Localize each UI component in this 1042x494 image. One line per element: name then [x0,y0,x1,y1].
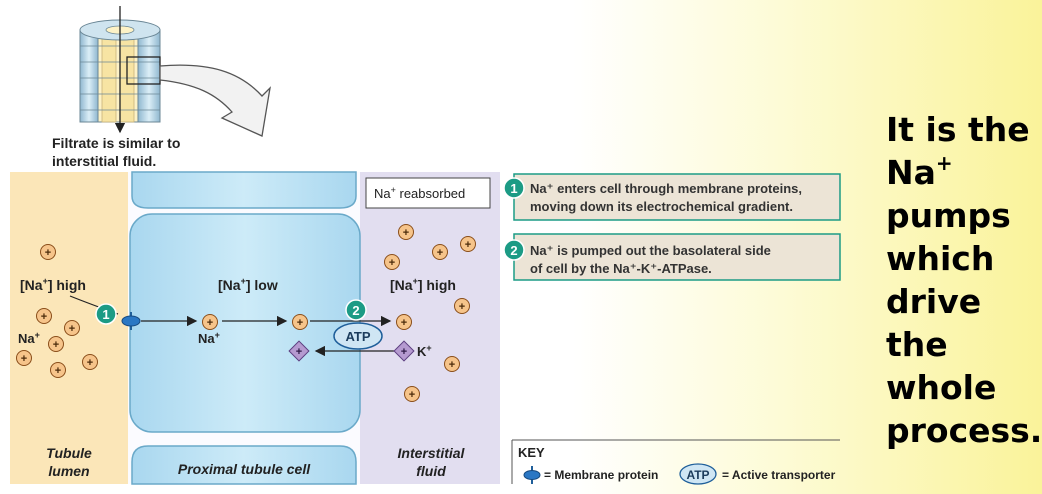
cell-label: Proximal tubule cell [178,461,311,477]
na-ion: + [396,314,412,330]
lumen-label-line1: Tubule [46,445,92,461]
svg-text:Na+ reabsorbed: Na+ reabsorbed [374,185,465,201]
svg-text:Na⁺ is pumped out the basolate: Na⁺ is pumped out the basolateral side [530,243,771,258]
step-1-marker: 1 [95,303,117,325]
slide-text-line2: Na+ [886,151,953,192]
membrane-protein [121,312,141,330]
step-2-marker: 2 [345,299,367,321]
k-ion-cell: + [288,340,310,362]
key-atp-icon [679,463,717,485]
interstitial-concentration: [Na+] high [390,276,456,293]
interstitial-label-line2: fluid [416,463,446,479]
na-ion: + [48,336,64,352]
slide-text-line5: drive the [886,282,982,364]
slide-text-line1: It is the [886,110,1030,149]
slide-text-line7: process. [886,411,1042,450]
svg-text:Na⁺ enters cell through membra: Na⁺ enters cell through membrane protein… [530,181,802,196]
na-ion: + [50,362,66,378]
na-ion: + [36,308,52,324]
svg-text:+: + [401,346,407,358]
tubule-illustration [79,6,271,137]
svg-text:+: + [437,247,443,259]
na-ion: + [292,314,308,330]
svg-text:2: 2 [510,243,517,258]
svg-text:+: + [465,239,471,251]
lower-cell [131,445,357,485]
step-2-note: 2 Na⁺ is pumped out the basolateral side… [503,233,841,281]
step-1-note: 1 Na⁺ enters cell through membrane prote… [503,173,841,221]
upper-cell [131,171,357,209]
svg-text:+: + [41,311,47,323]
key-membrane-protein-icon [523,470,541,480]
svg-text:+: + [389,257,395,269]
svg-text:+: + [296,346,302,358]
svg-text:+: + [449,359,455,371]
interstitial-label-line1: Interstitial [398,445,466,461]
svg-text:+: + [403,227,409,239]
na-ion: + [384,254,400,270]
svg-text:ATP: ATP [686,468,709,482]
k-label: K+ [417,343,432,359]
lumen-na-label: Na+ [18,330,40,346]
svg-text:+: + [87,357,93,369]
proximal-tubule-cell [129,213,361,433]
na-ion: + [16,350,32,366]
na-ion: + [444,356,460,372]
interstitial-region [360,172,500,484]
svg-text:+: + [297,317,303,329]
na-ion: + [404,386,420,402]
svg-text:ATP: ATP [345,329,370,344]
lumen-label-line2: lumen [48,463,89,479]
svg-text:of cell by the Na⁺-K⁺-ATPase.: of cell by the Na⁺-K⁺-ATPase. [530,261,712,276]
na-ion: + [398,224,414,240]
svg-text:+: + [409,389,415,401]
atp-pump: ATP [333,322,383,350]
k-ion-interstitial: + [393,340,415,362]
top-label-line1: Filtrate is similar to [52,135,180,151]
svg-text:+: + [45,247,51,259]
key-active-transporter: = Active transporter [722,468,836,482]
svg-text:+: + [401,317,407,329]
na-ion: + [202,314,218,330]
svg-text:1: 1 [102,307,109,322]
slide-text: It is the Na+ pumps which drive the whol… [886,108,1042,452]
na-ion: + [82,354,98,370]
na-ion: + [454,298,470,314]
zoom-arrow [159,64,271,137]
svg-text:1: 1 [510,181,517,196]
slide-text-line6: whole [886,368,997,407]
svg-text:moving down its electrochemica: moving down its electrochemical gradient… [530,199,793,214]
cell-concentration: [Na+] low [218,276,278,293]
svg-text:2: 2 [352,303,359,318]
na-ion: + [64,320,80,336]
lumen-concentration: [Na+] high [20,276,86,293]
na-reabsorbed-box: Na+ reabsorbed [365,177,491,209]
svg-text:+: + [53,339,59,351]
svg-text:+: + [55,365,61,377]
svg-text:+: + [69,323,75,335]
svg-text:+: + [459,301,465,313]
top-label-line2: interstitial fluid. [52,153,156,169]
key-box: KEY = Membrane protein ATP = Active tran… [511,439,840,485]
slide-text-line3: pumps [886,196,1011,235]
slide-text-line4: which [886,239,995,278]
na-ion: + [40,244,56,260]
cell-na-label: Na+ [198,330,220,346]
na-ion: + [460,236,476,252]
reabsorbed-na: Na [374,186,391,201]
na-ion: + [432,244,448,260]
svg-text:+: + [21,353,27,365]
na-ions: + + + + + + + + + + + + + + + + + [16,224,476,402]
key-membrane-protein: = Membrane protein [544,468,658,482]
key-title: KEY [518,445,545,460]
svg-text:+: + [207,317,213,329]
